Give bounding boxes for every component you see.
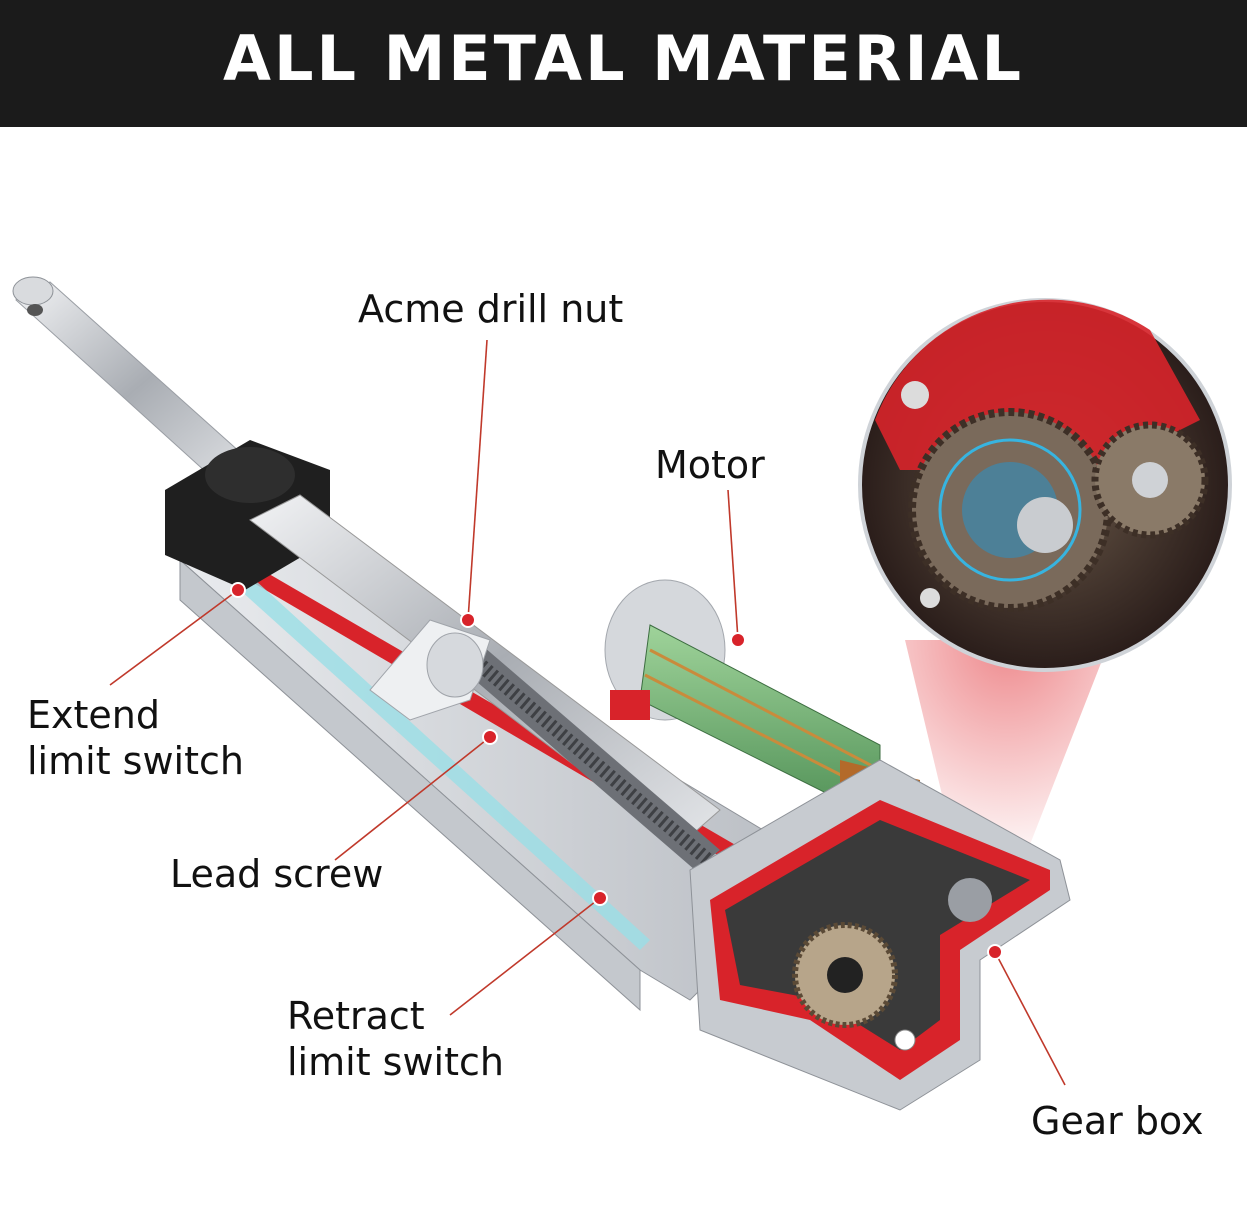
label-motor: Motor	[655, 443, 765, 487]
label-retract-line2: limit switch	[287, 1040, 504, 1084]
lead-screw	[440, 635, 720, 870]
banner-title: ALL METAL MATERIAL	[223, 22, 1024, 95]
acme-drill-nut	[369, 619, 491, 721]
label-gear-box: Gear box	[1031, 1099, 1204, 1143]
gear-zoom-detail	[858, 298, 1232, 672]
gear-box	[689, 759, 1071, 1111]
extension-rod	[12, 276, 261, 493]
callout-dots	[230, 582, 1003, 960]
label-extend-line2: limit switch	[27, 739, 244, 783]
label-acme-drill-nut: Acme drill nut	[358, 287, 624, 331]
label-retract-limit-switch: Retract limit switch	[287, 993, 504, 1085]
label-extend-line1: Extend	[27, 693, 160, 737]
title-banner: ALL METAL MATERIAL	[0, 0, 1247, 127]
actuator-cutaway-illustration	[12, 276, 1232, 1111]
label-extend-limit-switch: Extend limit switch	[27, 692, 244, 784]
callout-lines	[109, 339, 1066, 1086]
label-lead-screw: Lead screw	[170, 852, 384, 896]
label-retract-line1: Retract	[287, 994, 425, 1038]
